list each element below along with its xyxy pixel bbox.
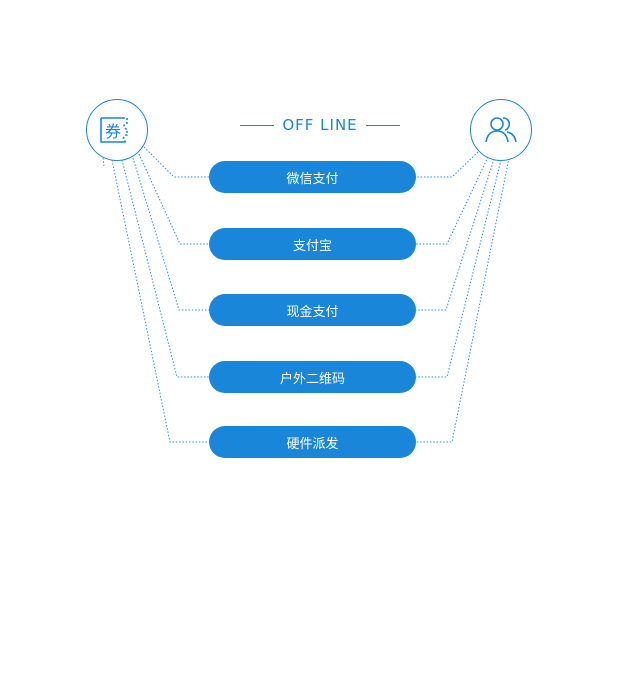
option-label: 微信支付 xyxy=(286,171,339,187)
users-node xyxy=(470,99,532,161)
connector-right-2 xyxy=(416,156,489,245)
connector-left-1 xyxy=(143,146,209,178)
connector-left-2 xyxy=(138,153,209,245)
connector-right-3 xyxy=(416,158,495,311)
option-label: 支付宝 xyxy=(292,238,332,254)
option-label: 现金支付 xyxy=(286,304,339,320)
users-icon xyxy=(485,117,517,143)
option-hardware-distribution[interactable]: 硬件派发 xyxy=(209,426,416,458)
option-cash-pay[interactable]: 现金支付 xyxy=(209,294,416,326)
connector-right-4 xyxy=(416,159,502,378)
option-outdoor-qrcode[interactable]: 户外二维码 xyxy=(209,361,416,393)
connector-left-4 xyxy=(121,159,209,378)
coupon-node: 券 xyxy=(86,99,148,161)
connector-right-5 xyxy=(416,157,510,443)
coupon-glyph: 券 xyxy=(105,122,121,141)
heading-dash-right xyxy=(365,124,400,126)
option-wechat-pay[interactable]: 微信支付 xyxy=(209,161,416,193)
option-label: 户外二维码 xyxy=(279,371,345,387)
coupon-icon: 券 xyxy=(100,117,128,143)
connector-left-5 xyxy=(111,159,209,443)
option-label: 硬件派发 xyxy=(286,436,339,452)
connector-left-3 xyxy=(132,157,209,311)
connector-right-1 xyxy=(416,151,479,178)
page-heading: OFF LINE xyxy=(200,116,440,134)
connector-left-stub xyxy=(102,157,105,167)
option-alipay[interactable]: 支付宝 xyxy=(209,228,416,260)
heading-dash-left xyxy=(240,124,275,126)
heading-text: OFF LINE xyxy=(282,116,358,134)
